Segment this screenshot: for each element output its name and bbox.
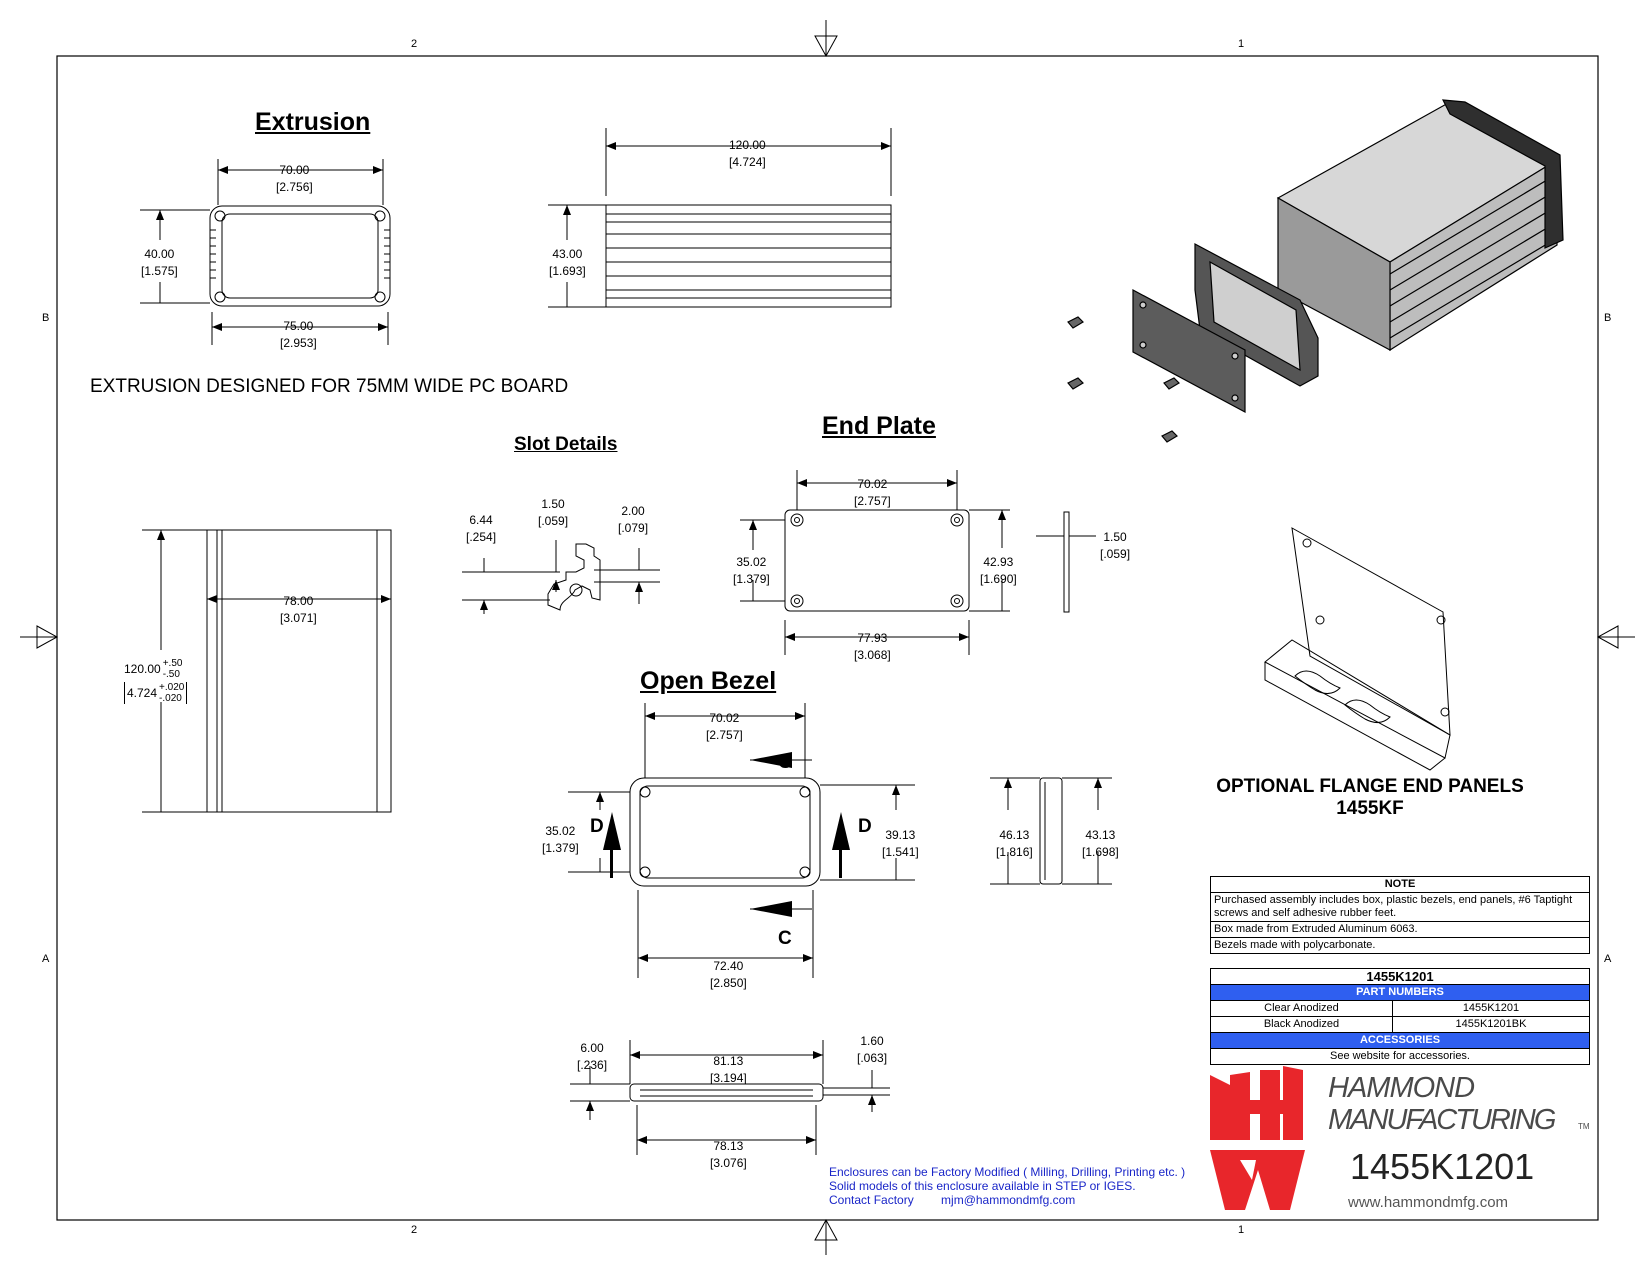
dimension-label: 77.93[3.068] bbox=[854, 631, 891, 662]
dimension-label: 39.13[1.541] bbox=[882, 828, 919, 859]
dimension-label: 6.00[.236] bbox=[577, 1041, 608, 1072]
dimension-label: 72.40[2.850] bbox=[710, 959, 747, 990]
section-letter: C bbox=[778, 928, 792, 949]
flange-title: OPTIONAL FLANGE END PANELS 1455KF bbox=[1180, 776, 1560, 820]
section-letter: C bbox=[778, 752, 792, 773]
dimension-label: 42.93[1.690] bbox=[980, 555, 1017, 586]
zone-label: 2 bbox=[411, 1224, 418, 1236]
section-letter: D bbox=[590, 816, 604, 837]
zone-label: 1 bbox=[1238, 38, 1245, 50]
dimension-label: 35.02[1.379] bbox=[733, 555, 770, 586]
section-letter: D bbox=[858, 816, 872, 837]
zone-label: A bbox=[1604, 953, 1612, 965]
zone-label: A bbox=[42, 953, 50, 965]
finish-cell: Black Anodized bbox=[1210, 1016, 1393, 1033]
dimension-label: 1.60[.063] bbox=[857, 1034, 888, 1065]
tolerance-dimension: 120.00 +.50 -.50 4.724 +.020 -.020 bbox=[124, 658, 188, 704]
part-cell: 1455K1201BK bbox=[1391, 1016, 1591, 1033]
part-cell: 1455K1201 bbox=[1391, 1000, 1591, 1017]
brand-model: 1455K1201 bbox=[1350, 1146, 1535, 1187]
contact-email[interactable]: mjm@hammondmfg.com bbox=[941, 1193, 1076, 1207]
dimension-label: 120.00[4.724] bbox=[729, 138, 766, 169]
note-table: NOTE Purchased assembly includes box, pl… bbox=[1210, 876, 1590, 954]
factory-note-line: Contact Factory mjm@hammondmfg.com bbox=[829, 1193, 1185, 1207]
slot-details-title: Slot Details bbox=[514, 434, 618, 455]
end-plate-title: End Plate bbox=[822, 412, 936, 440]
note-heading: NOTE bbox=[1210, 876, 1590, 893]
flange-part-number: 1455KF bbox=[1336, 798, 1404, 819]
factory-note-line: Solid models of this enclosure available… bbox=[829, 1179, 1136, 1193]
dimension-label: 78.13[3.076] bbox=[710, 1139, 747, 1170]
hammond-logo bbox=[1210, 1066, 1305, 1210]
dimension-label: 1.50[.059] bbox=[1100, 530, 1131, 561]
brand-url: www.hammondmfg.com bbox=[1348, 1194, 1509, 1211]
parts-model: 1455K1201 bbox=[1210, 968, 1590, 985]
parts-table: 1455K1201 PART NUMBERS Clear Anodized 14… bbox=[1210, 968, 1591, 1065]
dimension-label: 81.13[3.194] bbox=[710, 1054, 747, 1085]
brand-line1: HAMMOND bbox=[1328, 1072, 1475, 1104]
note-line: Bezels made with polycarbonate. bbox=[1210, 937, 1590, 954]
dimension-label: 70.02[2.757] bbox=[854, 477, 891, 508]
note-line: Box made from Extruded Aluminum 6063. bbox=[1210, 921, 1590, 938]
dimension-label: 43.13[1.698] bbox=[1082, 828, 1119, 859]
finish-cell: Clear Anodized bbox=[1210, 1000, 1393, 1017]
open-bezel-title: Open Bezel bbox=[640, 667, 777, 695]
brand-line2: MANUFACTURING bbox=[1328, 1104, 1556, 1136]
zone-label: B bbox=[42, 312, 50, 324]
accessories-heading: ACCESSORIES bbox=[1210, 1032, 1590, 1049]
dimension-label: 78.00[3.071] bbox=[280, 594, 317, 625]
dimension-label: 35.02[1.379] bbox=[542, 824, 579, 855]
accessories-text: See website for accessories. bbox=[1210, 1048, 1590, 1065]
dimension-label: 70.00[2.756] bbox=[276, 163, 313, 194]
contact-label: Contact Factory bbox=[829, 1193, 914, 1207]
zone-label: 2 bbox=[411, 38, 418, 50]
dimension-label: 75.00[2.953] bbox=[280, 319, 317, 350]
zone-label: B bbox=[1604, 312, 1612, 324]
factory-note-line: Enclosures can be Factory Modified ( Mil… bbox=[829, 1165, 1186, 1179]
extrusion-note: EXTRUSION DESIGNED FOR 75MM WIDE PC BOAR… bbox=[90, 376, 569, 397]
note-line: Purchased assembly includes box, plastic… bbox=[1210, 892, 1590, 922]
part-numbers-heading: PART NUMBERS bbox=[1210, 984, 1590, 1001]
dimension-label: 1.50[.059] bbox=[538, 497, 569, 528]
dimension-label: 46.13[1.816] bbox=[996, 828, 1033, 859]
dimension-label: 40.00[1.575] bbox=[141, 247, 178, 278]
dimension-label: 6.44[.254] bbox=[466, 513, 497, 544]
flange-title-text: OPTIONAL FLANGE END PANELS bbox=[1216, 776, 1524, 797]
dimension-label: 70.02[2.757] bbox=[706, 711, 743, 742]
dimension-label: 2.00[.079] bbox=[618, 504, 649, 535]
dimension-label: 43.00[1.693] bbox=[549, 247, 586, 278]
trademark: TM bbox=[1578, 1122, 1590, 1131]
factory-note: Enclosures can be Factory Modified ( Mil… bbox=[829, 1165, 1185, 1207]
zone-label: 1 bbox=[1238, 1224, 1245, 1236]
extrusion-title: Extrusion bbox=[255, 108, 371, 136]
notes-block: NOTE Purchased assembly includes box, pl… bbox=[1210, 876, 1591, 1065]
